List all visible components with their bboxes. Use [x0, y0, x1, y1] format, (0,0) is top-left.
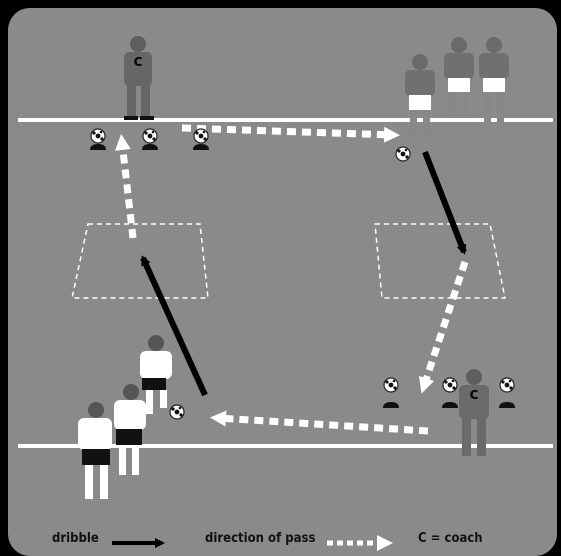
coach-bottom-right: C — [459, 369, 489, 456]
legend-dribble-label: dribble — [52, 531, 99, 546]
ball-bottom-left — [169, 404, 185, 420]
coach-marker-top: C — [134, 55, 143, 69]
dark-team-top-right — [405, 37, 509, 140]
cone-ball-group-bottom-right — [383, 377, 515, 408]
dribble-arrow-left — [140, 255, 208, 397]
pass-arrow-top — [181, 124, 400, 143]
coach-marker-bottom: C — [470, 388, 479, 402]
legend: dribble direction of pass C = coach — [0, 524, 561, 552]
coach-top-left: C — [124, 36, 154, 120]
target-zone-left — [71, 223, 209, 299]
light-team-bottom-left — [78, 335, 172, 499]
dribble-arrow-right — [422, 150, 467, 255]
pass-arrow-bottom — [210, 410, 429, 435]
legend-pass-label: direction of pass — [205, 531, 316, 546]
pass-arrow-left — [114, 134, 137, 239]
legend-coach-label: C = coach — [418, 531, 483, 546]
ball-top-right — [395, 146, 411, 162]
pass-arrow-right — [418, 260, 469, 394]
cone-ball-group-top-left — [90, 128, 209, 150]
target-zone-right — [374, 223, 506, 299]
